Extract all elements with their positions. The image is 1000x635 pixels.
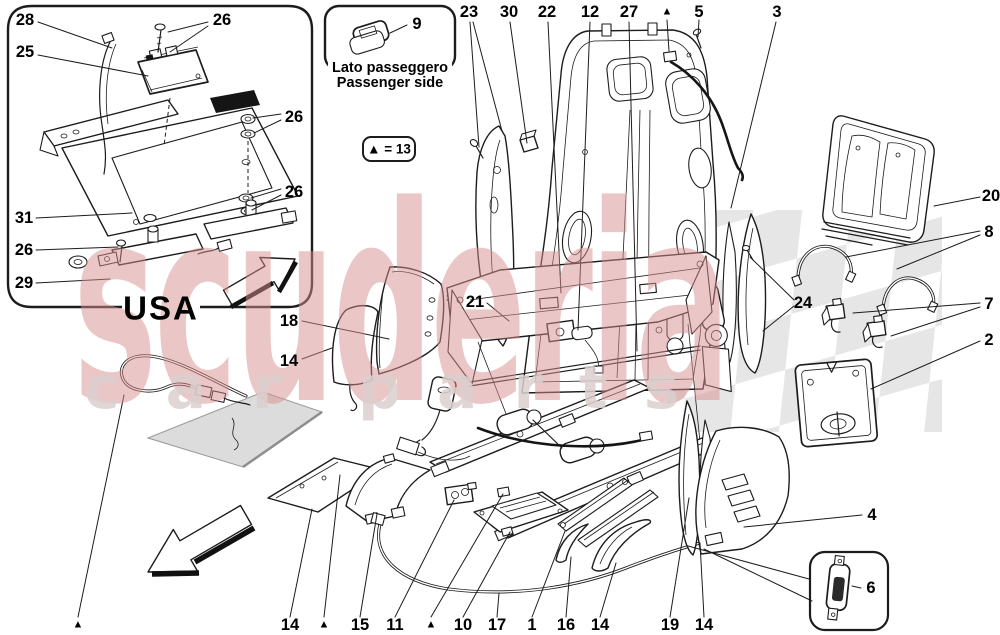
watermark-sub: car parts <box>84 353 715 423</box>
bowden-cables <box>791 244 939 316</box>
leader-lines <box>35 19 981 618</box>
watermark-sub1: car <box>84 353 328 423</box>
watermark: scuderia <box>73 149 731 465</box>
seat-adjustment-frame <box>396 251 720 542</box>
access-flap <box>794 358 879 448</box>
legend-note: ▲ = 13 <box>367 141 411 157</box>
backrest-bolsters <box>331 266 445 412</box>
usa-inset <box>6 4 314 309</box>
legend-box <box>362 136 416 162</box>
watermark-sub2: parts <box>358 353 715 423</box>
passenger-side-label-en: Passenger side <box>336 74 444 91</box>
switch-inset <box>808 550 890 632</box>
latch-mechanisms <box>821 297 887 349</box>
seat-side-shell <box>678 400 790 556</box>
seat-base-parts <box>267 453 716 594</box>
usa-label: USA <box>123 289 199 327</box>
recliner-side-frames <box>644 213 767 393</box>
passenger-side-label-it: Lato passeggero <box>327 61 453 76</box>
backrest-rear-panel <box>821 115 935 246</box>
watermark-main: scuderia <box>73 149 728 465</box>
occupancy-sensor-mat <box>119 354 324 469</box>
direction-arrow <box>147 504 256 577</box>
